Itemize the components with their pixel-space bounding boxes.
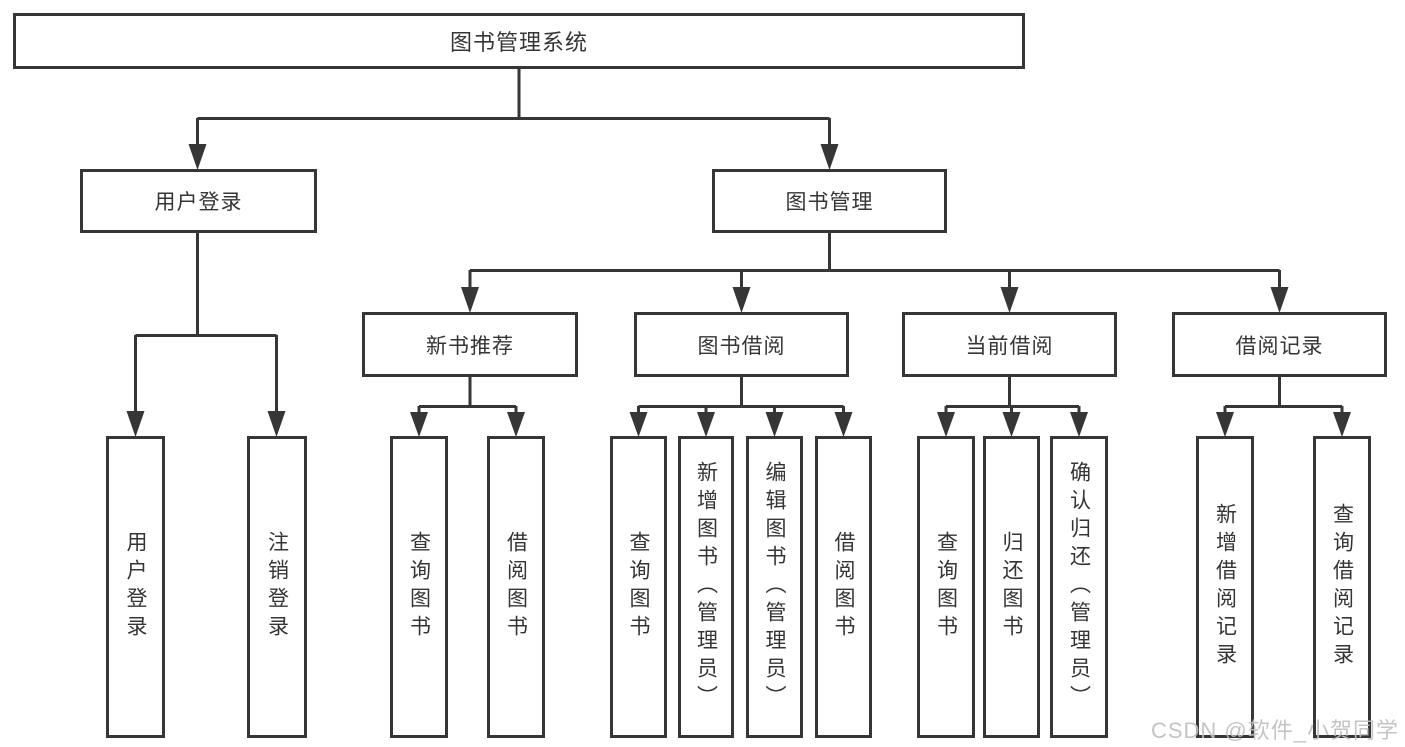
node-label: 当前借阅 [965, 334, 1054, 358]
leaf-query-books-recommend: 查询图书 [390, 436, 448, 738]
leaf-add-borrow-record: 新增借阅记录 [1196, 436, 1254, 738]
node-label: 注销登录 [265, 531, 289, 643]
leaf-query-borrow-record: 查询借阅记录 [1313, 436, 1371, 738]
node-borrow-records: 借阅记录 [1172, 312, 1387, 377]
node-label: 归还图书 [1000, 531, 1023, 643]
node-label: 确认归还（管理员） [1067, 461, 1091, 713]
leaf-query-books-borrow: 查询图书 [610, 436, 667, 738]
node-current-borrow: 当前借阅 [902, 312, 1117, 377]
node-label: 用户登录 [154, 191, 243, 214]
connector-new-book-to-leaves [410, 375, 525, 437]
connector-current-borrow-to-leaves [937, 375, 1088, 437]
leaf-logout: 注销登录 [247, 436, 307, 738]
node-label: 查询借阅记录 [1330, 503, 1354, 671]
leaf-confirm-return-admin: 确认归还（管理员） [1050, 436, 1108, 738]
node-label: 借阅图书 [832, 531, 855, 643]
node-label: 编辑图书（管理员） [763, 461, 786, 713]
node-label: 新增借阅记录 [1213, 503, 1237, 671]
node-label: 图书管理 [785, 191, 874, 214]
leaf-add-books-admin: 新增图书（管理员） [678, 436, 734, 738]
connector-borrow-records-to-leaves [1216, 375, 1351, 437]
node-user-login: 用户登录 [80, 169, 317, 233]
connector-user-login-to-leaves [126, 232, 286, 437]
connector-root-to-level2 [188, 66, 839, 170]
node-label: 新增图书（管理员） [694, 461, 718, 713]
node-root: 图书管理系统 [13, 13, 1025, 69]
connector-book-management-to-level3 [461, 232, 1289, 313]
leaf-edit-books-admin: 编辑图书（管理员） [746, 436, 803, 738]
node-label: 新书推荐 [426, 334, 514, 358]
node-new-book-recommend: 新书推荐 [362, 312, 578, 377]
node-book-borrow: 图书借阅 [634, 312, 849, 377]
node-label: 查询图书 [627, 531, 650, 643]
watermark: CSDN @软件_小贺同学 [1150, 718, 1399, 743]
node-label: 查询图书 [934, 531, 958, 643]
leaf-return-books: 归还图书 [983, 436, 1040, 738]
node-label: 图书借阅 [697, 334, 786, 358]
node-label: 查询图书 [407, 531, 431, 643]
leaf-borrow-books: 借阅图书 [815, 436, 872, 738]
node-label: 用户登录 [124, 531, 147, 643]
node-label: 借阅图书 [504, 531, 528, 643]
leaf-borrow-books-recommend: 借阅图书 [487, 436, 545, 738]
node-label: 图书管理系统 [449, 30, 588, 55]
node-book-management: 图书管理 [712, 169, 947, 233]
node-label: 借阅记录 [1235, 334, 1324, 358]
leaf-user-login: 用户登录 [106, 436, 165, 738]
connector-book-borrow-to-leaves [629, 375, 853, 437]
leaf-query-books-current: 查询图书 [917, 436, 975, 738]
